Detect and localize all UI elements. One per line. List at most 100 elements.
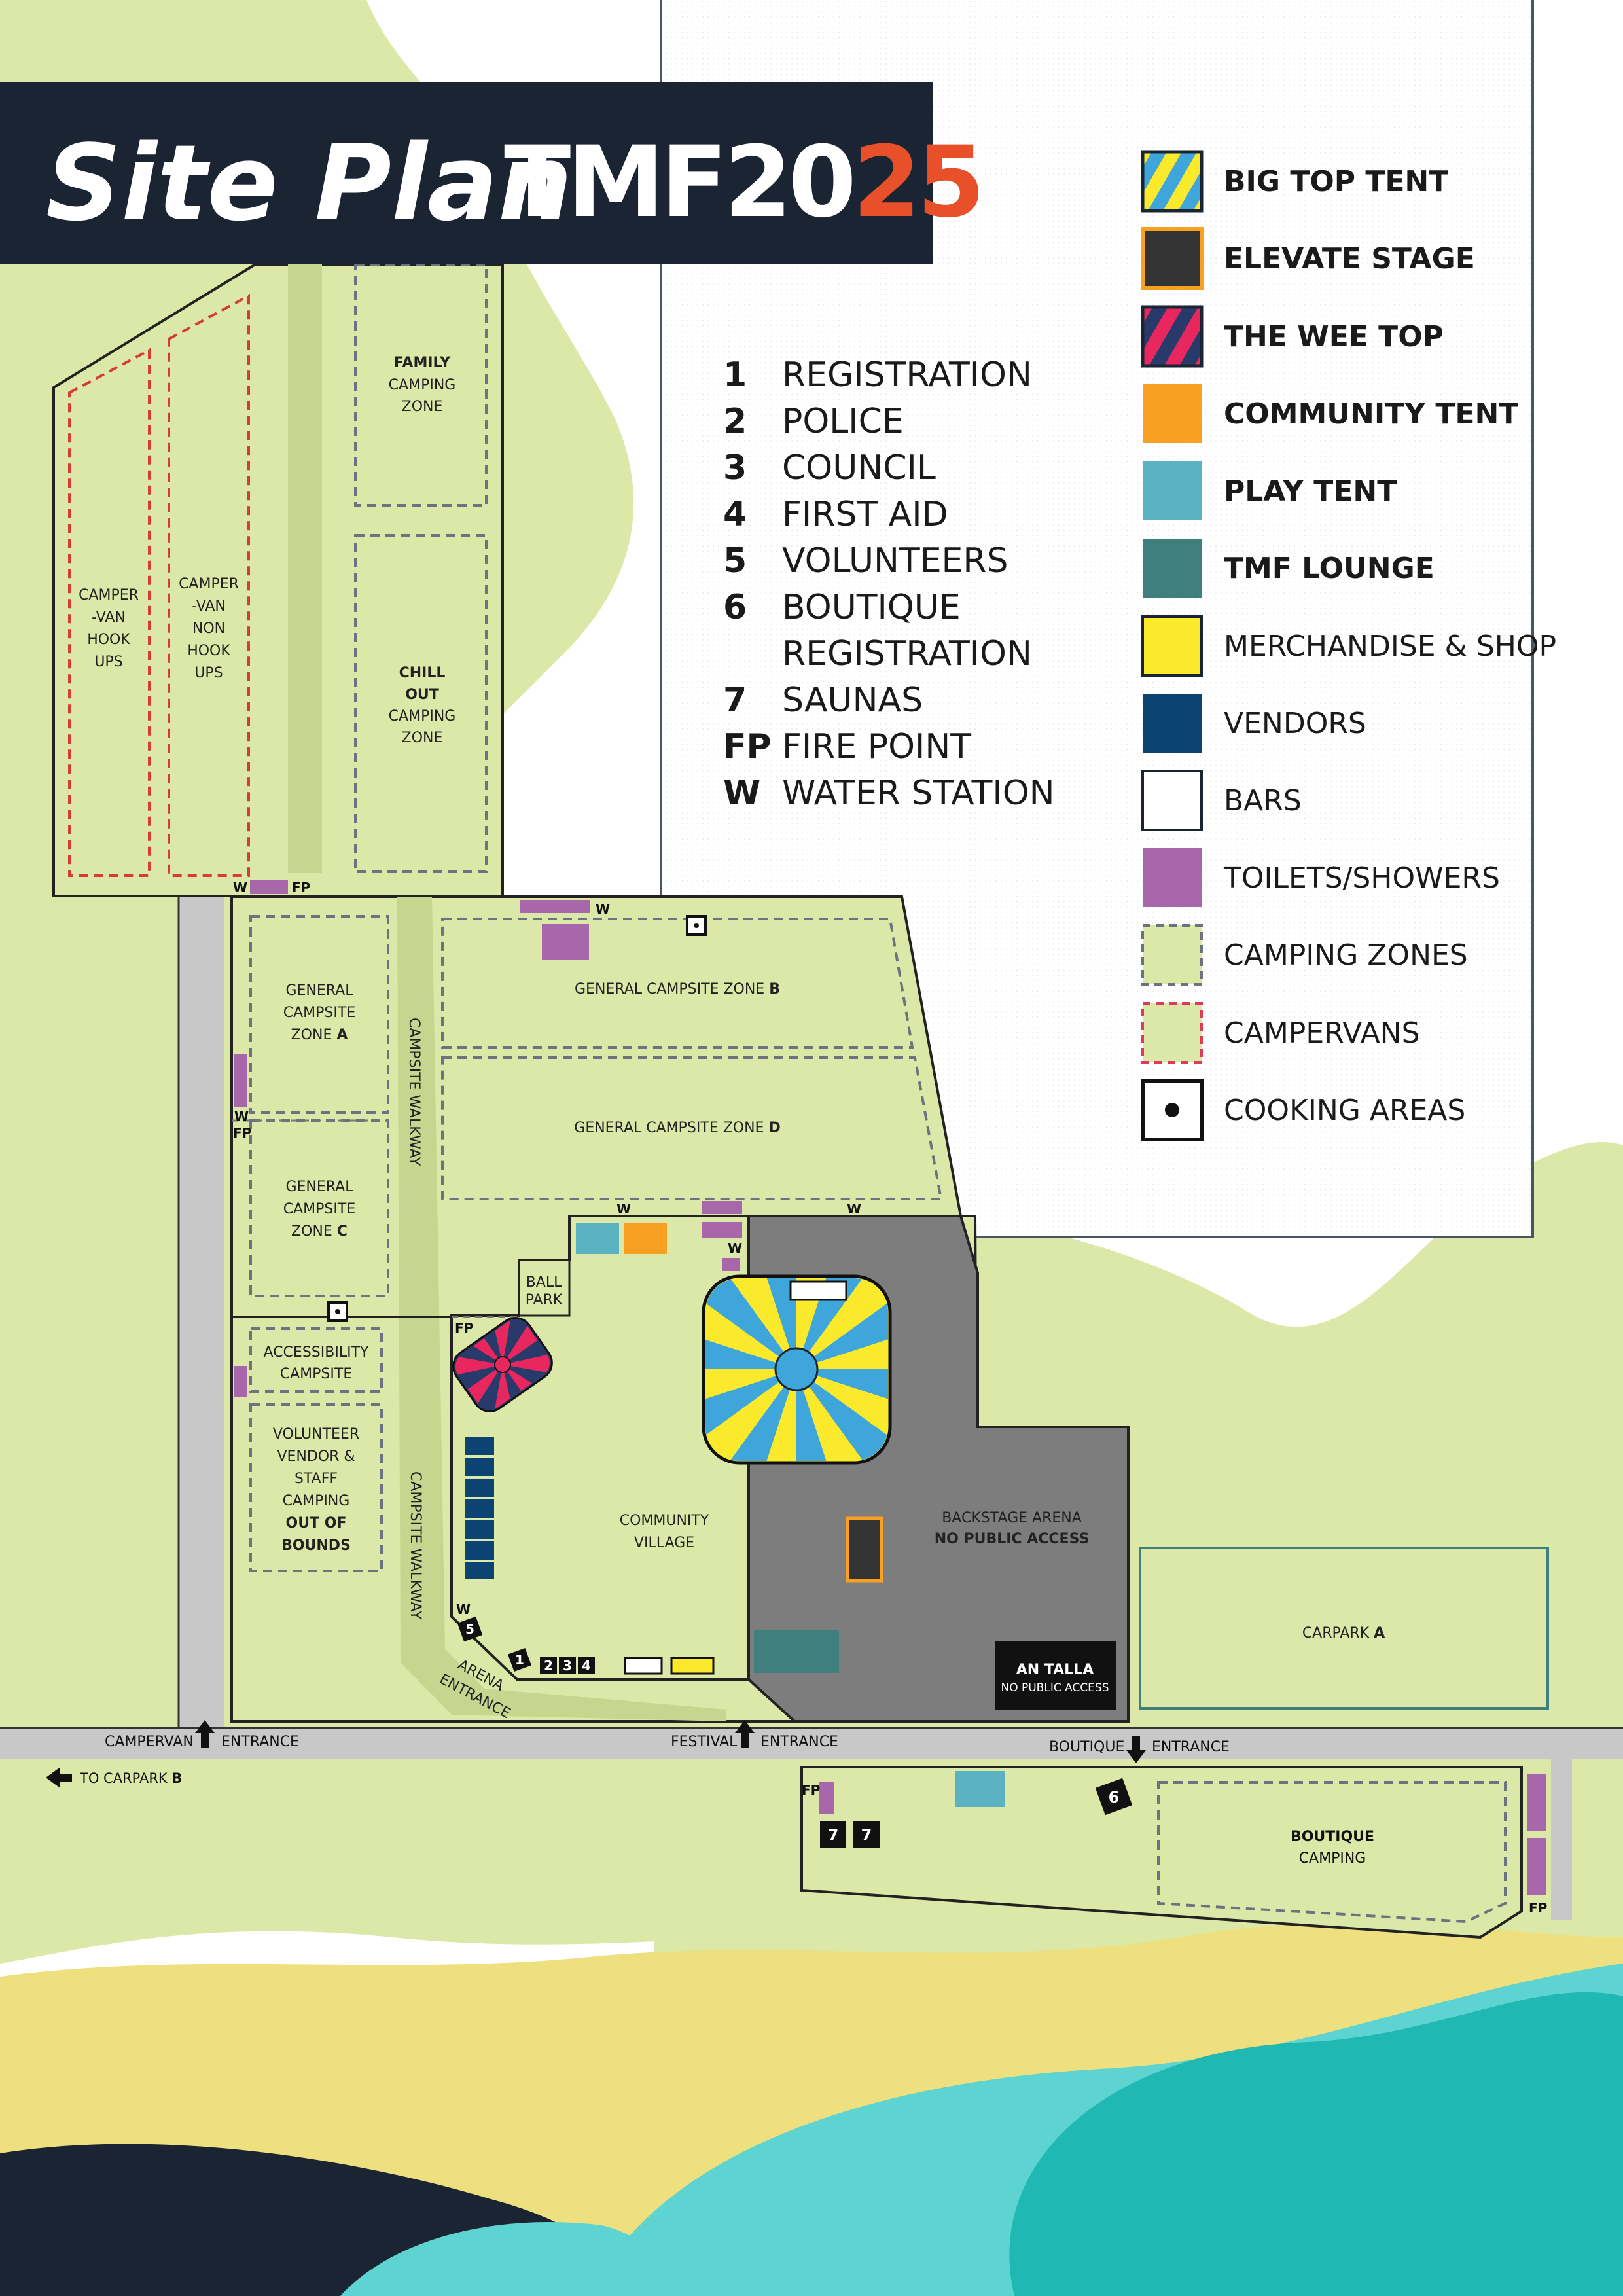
badge-sauna-1-num: 7 [828, 1826, 839, 1844]
legend-label-volunteers: VOLUNTEERS [782, 541, 1008, 581]
accessibility-box [249, 1327, 383, 1393]
boutique-entrance-left: BOUTIQUE [1049, 1739, 1124, 1755]
toilet-boutique-left [819, 1782, 834, 1814]
campervan-hook-label-2: -VAN [92, 609, 126, 626]
family-zone-label-3: ZONE [402, 399, 443, 415]
accessibility-label-2: CAMPSITE [280, 1366, 352, 1382]
tent-wedge [796, 1278, 888, 1369]
badge-registration [508, 1648, 531, 1672]
festival-entrance-right: ENTRANCE [760, 1734, 838, 1750]
elevate-stage [846, 1516, 883, 1583]
boutique-camping-label-1: BOUTIQUE [1291, 1829, 1374, 1845]
tent-wedge [449, 1351, 503, 1382]
label-vendors: VENDORS [1224, 707, 1366, 740]
zone-b-letter: B [769, 981, 780, 997]
tent-wedge [705, 1369, 796, 1461]
zone-c-label-1: GENERAL [285, 1179, 353, 1195]
arrow-left-icon [46, 1767, 72, 1788]
tent-wedge [796, 1369, 888, 1461]
toilet-zone-b-1 [520, 900, 590, 913]
boutique-field [800, 1766, 1546, 1939]
color-legend-labels: BIG TOP TENT ELEVATE STAGE THE WEE TOP C… [1223, 165, 1556, 1127]
badge-sauna-2 [853, 1821, 880, 1848]
roads [0, 897, 1623, 1920]
label-cooking-areas: COOKING AREAS [1224, 1094, 1465, 1127]
toilet-accessibility [234, 1366, 247, 1397]
toilet-zone-b-2 [542, 924, 589, 960]
label-play-tent: PLAY TENT [1224, 475, 1397, 508]
boutique-road [1551, 1759, 1572, 1920]
swatch-merchandise [1141, 615, 1203, 677]
swatch-wee-top [1141, 305, 1204, 368]
toilet-zone-a [234, 1054, 247, 1107]
volunteer-label-1: VOLUNTEER [273, 1426, 359, 1443]
swatch-tmf-lounge [1143, 539, 1202, 598]
numbered-legend: 1 REGISTRATION 2 POLICE 3 COUNCIL 4 FIRS… [723, 355, 1055, 813]
walkway-label-lower: CAMPSITE WALKWAY [407, 1471, 423, 1620]
toilet-boutique-right-1 [1527, 1774, 1546, 1831]
title-tmf-main: TMF20 [504, 126, 853, 240]
zone-d-label: GENERAL CAMPSITE ZONE D [574, 1120, 780, 1136]
label-community-tent: COMMUNITY TENT [1224, 397, 1518, 431]
boutique-entrance-right: ENTRANCE [1152, 1739, 1230, 1755]
backstage-label-1: BACKSTAGE ARENA [942, 1510, 1082, 1526]
campervan-nonhook-label-1: CAMPER [179, 576, 239, 592]
vendor-stalls [465, 1437, 494, 1579]
boutique-camping-zone [1157, 1781, 1507, 1924]
tent-wedge [796, 1369, 888, 1422]
zone-c-label-3: ZONE C [291, 1223, 348, 1240]
badge-council [559, 1657, 576, 1674]
tent-wedge [796, 1316, 888, 1369]
legend-key-3: 3 [723, 448, 747, 488]
badge-police-num: 2 [544, 1658, 553, 1674]
carpark-a-label: CARPARK A [1302, 1625, 1385, 1641]
zone-c-letter: C [337, 1223, 348, 1240]
volunteer-label-5: OUT OF [286, 1515, 347, 1532]
badge-police [540, 1657, 557, 1674]
ball-park-label-1: BALL [526, 1274, 562, 1291]
toilet-boutique-right-2 [1527, 1838, 1546, 1895]
campervan-nonhook-zone [168, 293, 250, 877]
label-elevate-stage: ELEVATE STAGE [1224, 242, 1475, 276]
boutique-camping-label-2: CAMPING [1299, 1850, 1366, 1867]
to-carpark-letter: B [171, 1770, 182, 1786]
tent-wedge [705, 1278, 796, 1369]
community-village-label-2: VILLAGE [634, 1535, 694, 1551]
badge-registration-num: 1 [515, 1652, 524, 1668]
campervan-hook-label-3: HOOK [87, 632, 130, 648]
volunteer-label-3: STAFF [294, 1471, 338, 1487]
bar-big-top [789, 1280, 847, 1301]
cooking-zone-c [327, 1301, 348, 1322]
campervan-entrance-right: ENTRANCE [221, 1734, 299, 1750]
to-carpark-word: TO CARPARK [79, 1770, 168, 1786]
community-tent [624, 1223, 667, 1254]
label-campervans: CAMPERVANS [1224, 1016, 1420, 1050]
label-camping-zones: CAMPING ZONES [1224, 939, 1468, 972]
legend-key-fp: FP [723, 727, 772, 766]
ball-park-label-2: PARK [526, 1292, 563, 1308]
campervan-hook-label-4: UPS [94, 654, 122, 670]
swatch-play-tent [1143, 461, 1202, 520]
label-big-top: BIG TOP TENT [1224, 165, 1448, 198]
volunteer-label-2: VENDOR & [277, 1448, 355, 1465]
legend-label-police: POLICE [782, 402, 904, 441]
swatch-big-top [1141, 150, 1204, 213]
tent-wedge [743, 1369, 796, 1461]
tent-wedge [705, 1316, 796, 1369]
tent-wedge [705, 1369, 796, 1461]
label-toilets: TOILETS/SHOWERS [1223, 861, 1500, 895]
legend-label-boutique: BOUTIQUE [782, 588, 961, 627]
zone-d-box [441, 1056, 943, 1200]
legend-label-first-aid: FIRST AID [782, 495, 948, 534]
chill-zone-label-4: ZONE [402, 730, 443, 746]
merchandise-shop [670, 1657, 715, 1675]
bar-village [624, 1657, 663, 1675]
zone-b-label-word: GENERAL CAMPSITE ZONE [575, 981, 764, 997]
legend-label-boutique-registration: REGISTRATION [782, 634, 1032, 673]
firepoint-marker-boutique-left: FP [802, 1782, 820, 1798]
swatch-bars [1141, 770, 1203, 831]
legend-label-fire-point: FIRE POINT [782, 727, 971, 766]
to-carpark-label: TO CARPARK B [79, 1770, 182, 1786]
cooking-icon [1165, 1103, 1179, 1117]
